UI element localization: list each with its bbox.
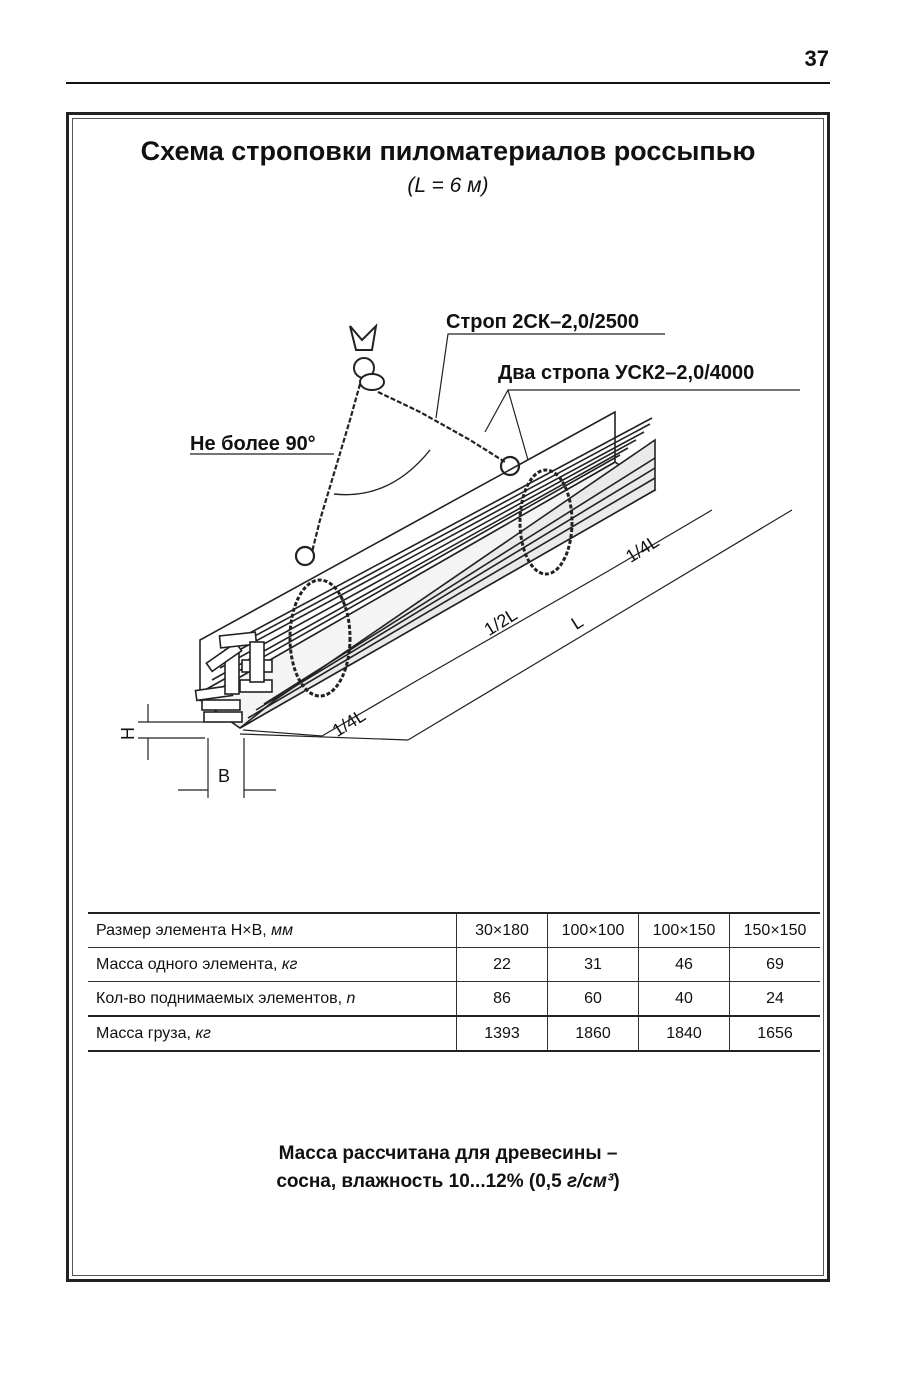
angle-label: Не более 90° — [190, 433, 316, 455]
table-cell: 86 — [456, 981, 548, 1017]
dim-quarter-left: 1/4L — [329, 705, 369, 741]
table-cell: 46 — [638, 947, 730, 982]
row-unit: мм — [271, 921, 294, 939]
note-line-1: Масса рассчитана для древесины – — [278, 1143, 618, 1164]
note-line-2: сосна, влажность 10...12% (0,5 г/см³) — [72, 1168, 824, 1196]
row-label: Размер элемента H×B, — [96, 921, 272, 939]
table-cell: 24 — [729, 981, 820, 1017]
table-row: Масса груза, кг 1393 1860 1840 1656 — [88, 1015, 820, 1052]
page-subtitle: (L = 6 м) — [407, 174, 489, 197]
sling-chain — [288, 383, 574, 698]
table-cell: 22 — [456, 947, 548, 982]
table-cell: 30×180 — [456, 912, 548, 948]
mass-note: Масса рассчитана для древесины – сосна, … — [72, 1140, 824, 1196]
dim-half: 1/2L — [480, 604, 520, 640]
angle-arc — [333, 449, 431, 496]
dim-total: L — [568, 611, 587, 633]
dimension-lines — [138, 509, 793, 798]
page-frame-outer — [66, 112, 830, 1282]
table-cell: 150×150 — [729, 912, 820, 948]
table-cell: 1860 — [547, 1015, 639, 1052]
table-cell: 69 — [729, 947, 820, 982]
table-cell: 1840 — [638, 1015, 730, 1052]
row-unit: кг — [195, 1024, 211, 1042]
table-cell: 1656 — [729, 1015, 820, 1052]
dim-quarter-right: 1/4L — [622, 531, 662, 567]
table-cell: 100×100 — [547, 912, 639, 948]
lumber-bundle — [194, 410, 657, 729]
table-cell: 100×150 — [638, 912, 730, 948]
row-unit: кг — [281, 955, 298, 973]
sling-main-label: Строп 2СК–2,0/2500 — [446, 311, 639, 333]
note-unit: г/см³ — [566, 1171, 614, 1192]
page-title: Схема строповки пиломатериалов россыпью — [140, 136, 756, 166]
table-cell: 31 — [547, 947, 639, 982]
table-cell: 60 — [547, 981, 639, 1017]
sling-pair-label: Два стропа УСК2–2,0/4000 — [498, 362, 754, 384]
table-cell: 40 — [638, 981, 730, 1017]
table-row: Размер элемента H×B, мм 30×180 100×100 1… — [88, 912, 820, 948]
table-row: Кол-во поднимаемых элементов, n 86 60 40… — [88, 981, 820, 1017]
page-frame-inner — [72, 118, 824, 1276]
table-cell: 1393 — [456, 1015, 548, 1052]
page-number: 37 — [804, 46, 829, 71]
table-row: Масса одного элемента, кг 22 31 46 69 — [88, 947, 820, 982]
leader-lines — [190, 333, 800, 461]
dim-height: H — [118, 727, 138, 740]
header-rule — [66, 82, 830, 84]
note-line-2-text: сосна, влажность 10...12% (0,5 — [276, 1171, 567, 1192]
spec-table: Размер элемента H×B, мм 30×180 100×100 1… — [88, 912, 820, 1052]
row-label: Масса груза, — [96, 1024, 196, 1042]
crane-hook — [349, 323, 385, 391]
row-label: Кол-во поднимаемых элементов, — [96, 989, 347, 1007]
row-unit: n — [346, 989, 356, 1007]
row-label: Масса одного элемента, — [96, 955, 282, 973]
dim-width: B — [218, 766, 230, 786]
note-line-2-end: ) — [613, 1171, 620, 1192]
